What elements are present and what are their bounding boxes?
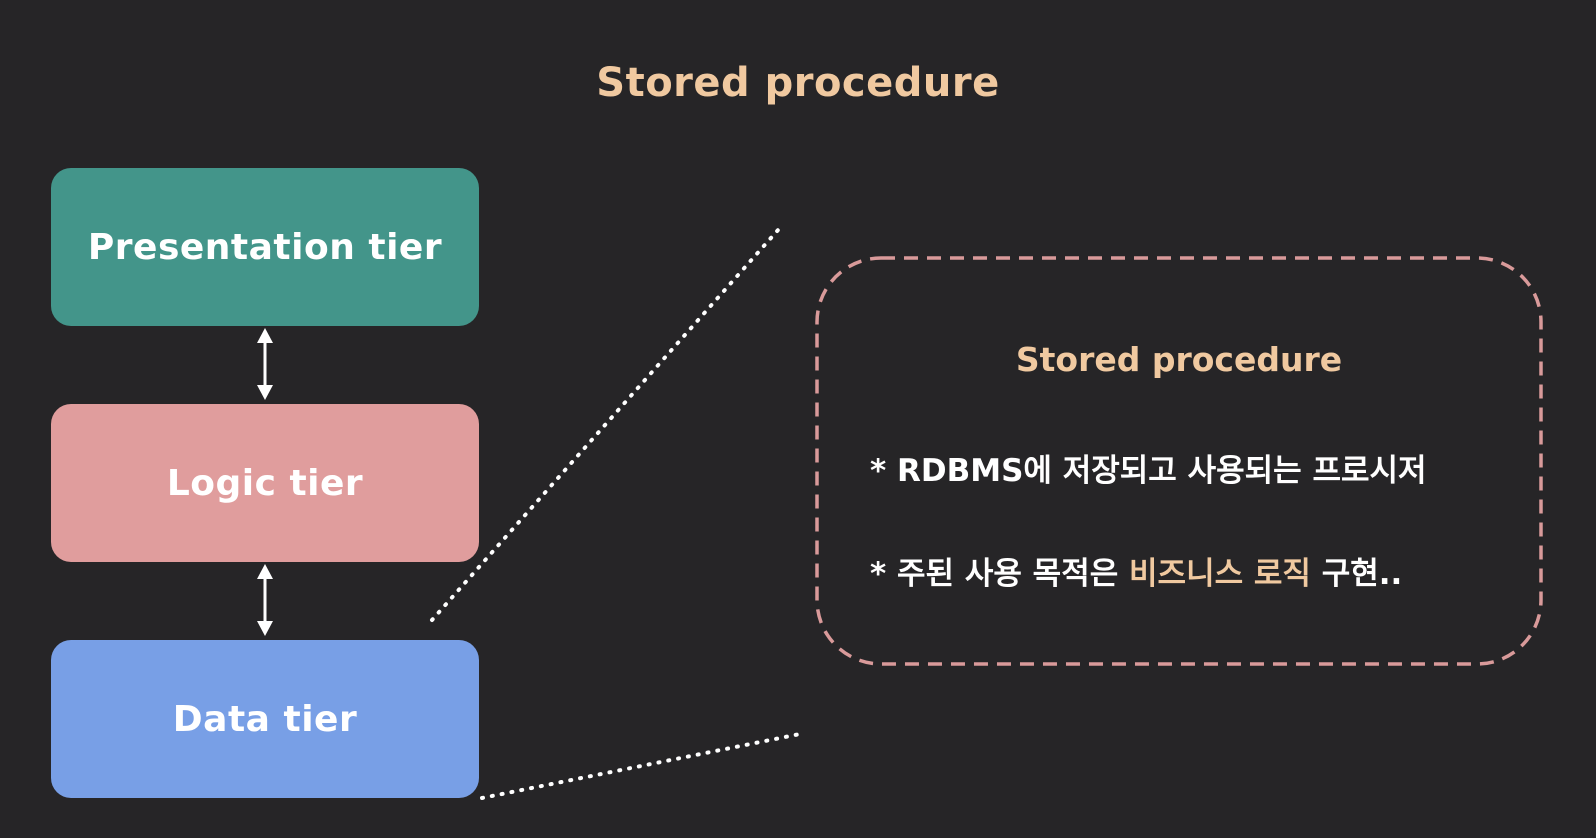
logic-tier-box: Logic tier — [51, 404, 479, 562]
bullet-2-text: * 주된 사용 목적은 — [870, 556, 1130, 592]
arrow-logic-data — [257, 564, 273, 636]
data-tier-label: Data tier — [172, 698, 358, 740]
bullet-2-highlight: 비즈니스 로직 — [1129, 556, 1311, 592]
data-tier-box: Data tier — [51, 640, 479, 798]
zoom-line-upper — [430, 228, 780, 622]
arrow-presentation-logic — [257, 328, 273, 400]
bullet-2-suffix: 구현.. — [1310, 556, 1403, 592]
detail-bullet-2: * 주된 사용 목적은 비즈니스 로직 구현.. — [870, 548, 1402, 593]
presentation-tier-label: Presentation tier — [87, 226, 443, 268]
logic-tier-label: Logic tier — [166, 462, 364, 504]
zoom-line-lower — [480, 732, 802, 800]
page-title: Stored procedure — [596, 60, 1000, 106]
presentation-tier-box: Presentation tier — [51, 168, 479, 326]
detail-bullet-1: * RDBMS에 저장되고 사용되는 프로시저 — [870, 445, 1427, 490]
detail-box-title: Stored procedure — [1015, 340, 1343, 379]
bullet-1-text: * RDBMS에 저장되고 사용되는 프로시저 — [870, 453, 1427, 489]
detail-box-border — [815, 256, 1543, 666]
